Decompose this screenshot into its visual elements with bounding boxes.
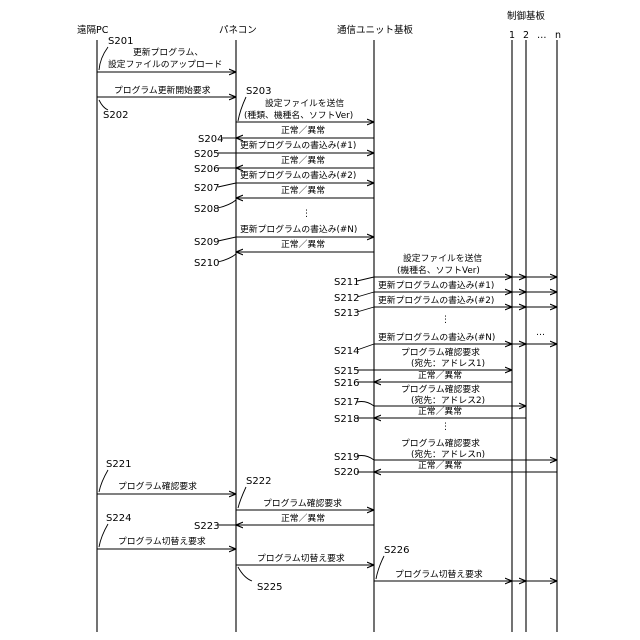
step-label-s222: S222: [246, 476, 271, 487]
msg-response-s210: 正常／異常: [281, 238, 325, 250]
vertical-ellipsis-3: ⋮: [441, 422, 450, 432]
participant-panel-controller: パネコン: [219, 25, 257, 36]
step-label-s204: S204: [198, 134, 223, 145]
step-leader-s210: [218, 254, 236, 262]
step-leader-s219: [357, 456, 374, 461]
step-label-s214: S214: [334, 346, 359, 357]
step-leader-s207: [218, 183, 236, 187]
step-leader-s211: [357, 277, 374, 281]
step-leader-s214: [357, 344, 374, 350]
msg-response-s220: 正常／異常: [418, 459, 462, 471]
msg-response-s218: 正常／異常: [418, 405, 462, 417]
step-label-s223: S223: [194, 521, 219, 532]
step-label-s206: S206: [194, 164, 219, 175]
step-label-s202: S202: [103, 110, 128, 121]
msg-confirm-request-panel: プログラム確認要求: [263, 497, 342, 509]
step-label-s217: S217: [334, 397, 359, 408]
msg-send-settings-b-line1: 設定ファイルを送信: [403, 252, 482, 264]
step-leader-s202: [99, 100, 108, 110]
msg-board-write-2: 更新プログラムの書込み(#2): [378, 294, 494, 306]
step-label-s207: S207: [194, 183, 219, 194]
msg-write-n: 更新プログラムの書込み(#N): [240, 223, 357, 235]
msg-board-write-1: 更新プログラムの書込み(#1): [378, 279, 494, 291]
participant-control-boards: 制御基板: [507, 10, 546, 22]
msg-board-write-n: 更新プログラムの書込み(#N): [378, 331, 495, 343]
msg-write-2: 更新プログラムの書込み(#2): [240, 169, 356, 181]
msg-switch-request-panel: プログラム切替え要求: [257, 552, 345, 564]
step-label-s213: S213: [334, 308, 359, 319]
step-leader-s208: [218, 200, 236, 208]
msg-write-1: 更新プログラムの書込み(#1): [240, 139, 356, 151]
participant-remote-pc: 遠隔PC: [77, 24, 109, 36]
step-label-s205: S205: [194, 149, 219, 160]
step-leader-s225: [238, 567, 252, 581]
msg-confirm-request-1: プログラム確認要求: [401, 346, 480, 358]
step-label-s210: S210: [194, 258, 219, 269]
control-board-index-n: n: [555, 30, 561, 41]
step-label-s221: S221: [106, 459, 131, 470]
msg-upload-line1: 更新プログラム、: [133, 46, 203, 58]
control-board-index-2: 2: [523, 30, 529, 41]
control-board-index-ellipsis: …: [537, 30, 547, 41]
msg-start-request: プログラム更新開始要求: [114, 84, 211, 96]
step-leader-s201: [99, 47, 108, 70]
msg-response-s216: 正常／異常: [418, 369, 462, 381]
step-label-s224: S224: [106, 513, 131, 524]
step-label-s211: S211: [334, 277, 359, 288]
vertical-ellipsis-2: ⋮: [441, 315, 450, 325]
step-label-s201: S201: [108, 36, 133, 47]
msg-send-settings-line1: 設定ファイルを送信: [265, 97, 344, 109]
msg-upload-line2: 設定ファイルのアップロード: [108, 58, 222, 70]
msg-confirm-request-n: プログラム確認要求: [401, 437, 480, 449]
step-label-s219: S219: [334, 452, 359, 463]
step-leader-s222: [238, 487, 246, 508]
step-label-s215: S215: [334, 366, 359, 377]
step-label-s218: S218: [334, 414, 359, 425]
msg-response-s204: 正常／異常: [281, 124, 325, 136]
step-label-s216: S216: [334, 378, 359, 389]
msg-switch-request-pc: プログラム切替え要求: [118, 535, 206, 547]
msg-response-s206: 正常／異常: [281, 154, 325, 166]
step-leader-s226: [376, 556, 384, 579]
msg-confirm-request-pc: プログラム確認要求: [118, 480, 197, 492]
control-board-index-1: 1: [509, 30, 515, 41]
msg-response-s208: 正常／異常: [281, 184, 325, 196]
step-label-s208: S208: [194, 204, 219, 215]
step-label-s203: S203: [246, 86, 271, 97]
step-label-s220: S220: [334, 467, 359, 478]
vertical-ellipsis-1: ⋮: [302, 209, 311, 219]
msg-dest-address-n: (宛先：アドレスn): [411, 448, 485, 460]
step-label-s209: S209: [194, 237, 219, 248]
step-label-s225: S225: [257, 582, 282, 593]
msg-response-s223: 正常／異常: [281, 512, 325, 524]
step-leader-s224: [99, 524, 108, 547]
step-leader-s217: [357, 402, 374, 407]
msg-confirm-request-2: プログラム確認要求: [401, 383, 480, 395]
step-leader-s212: [357, 292, 374, 297]
step-leader-s213: [357, 307, 374, 312]
step-label-s212: S212: [334, 293, 359, 304]
horizontal-ellipsis: …: [536, 328, 545, 338]
msg-switch-request-board: プログラム切替え要求: [395, 568, 483, 580]
step-leader-s221: [99, 470, 108, 492]
step-leader-s209: [218, 237, 236, 241]
step-label-s226: S226: [384, 545, 409, 556]
participant-comm-unit-board: 通信ユニット基板: [337, 24, 414, 36]
msg-dest-address-1: (宛先：アドレス1): [411, 357, 485, 369]
msg-send-settings-b-line2: (機種名、ソフトVer): [397, 264, 480, 276]
msg-dest-address-2: (宛先：アドレス2): [411, 394, 485, 406]
msg-send-settings-line2: (種類、機種名、ソフトVer): [244, 109, 353, 121]
